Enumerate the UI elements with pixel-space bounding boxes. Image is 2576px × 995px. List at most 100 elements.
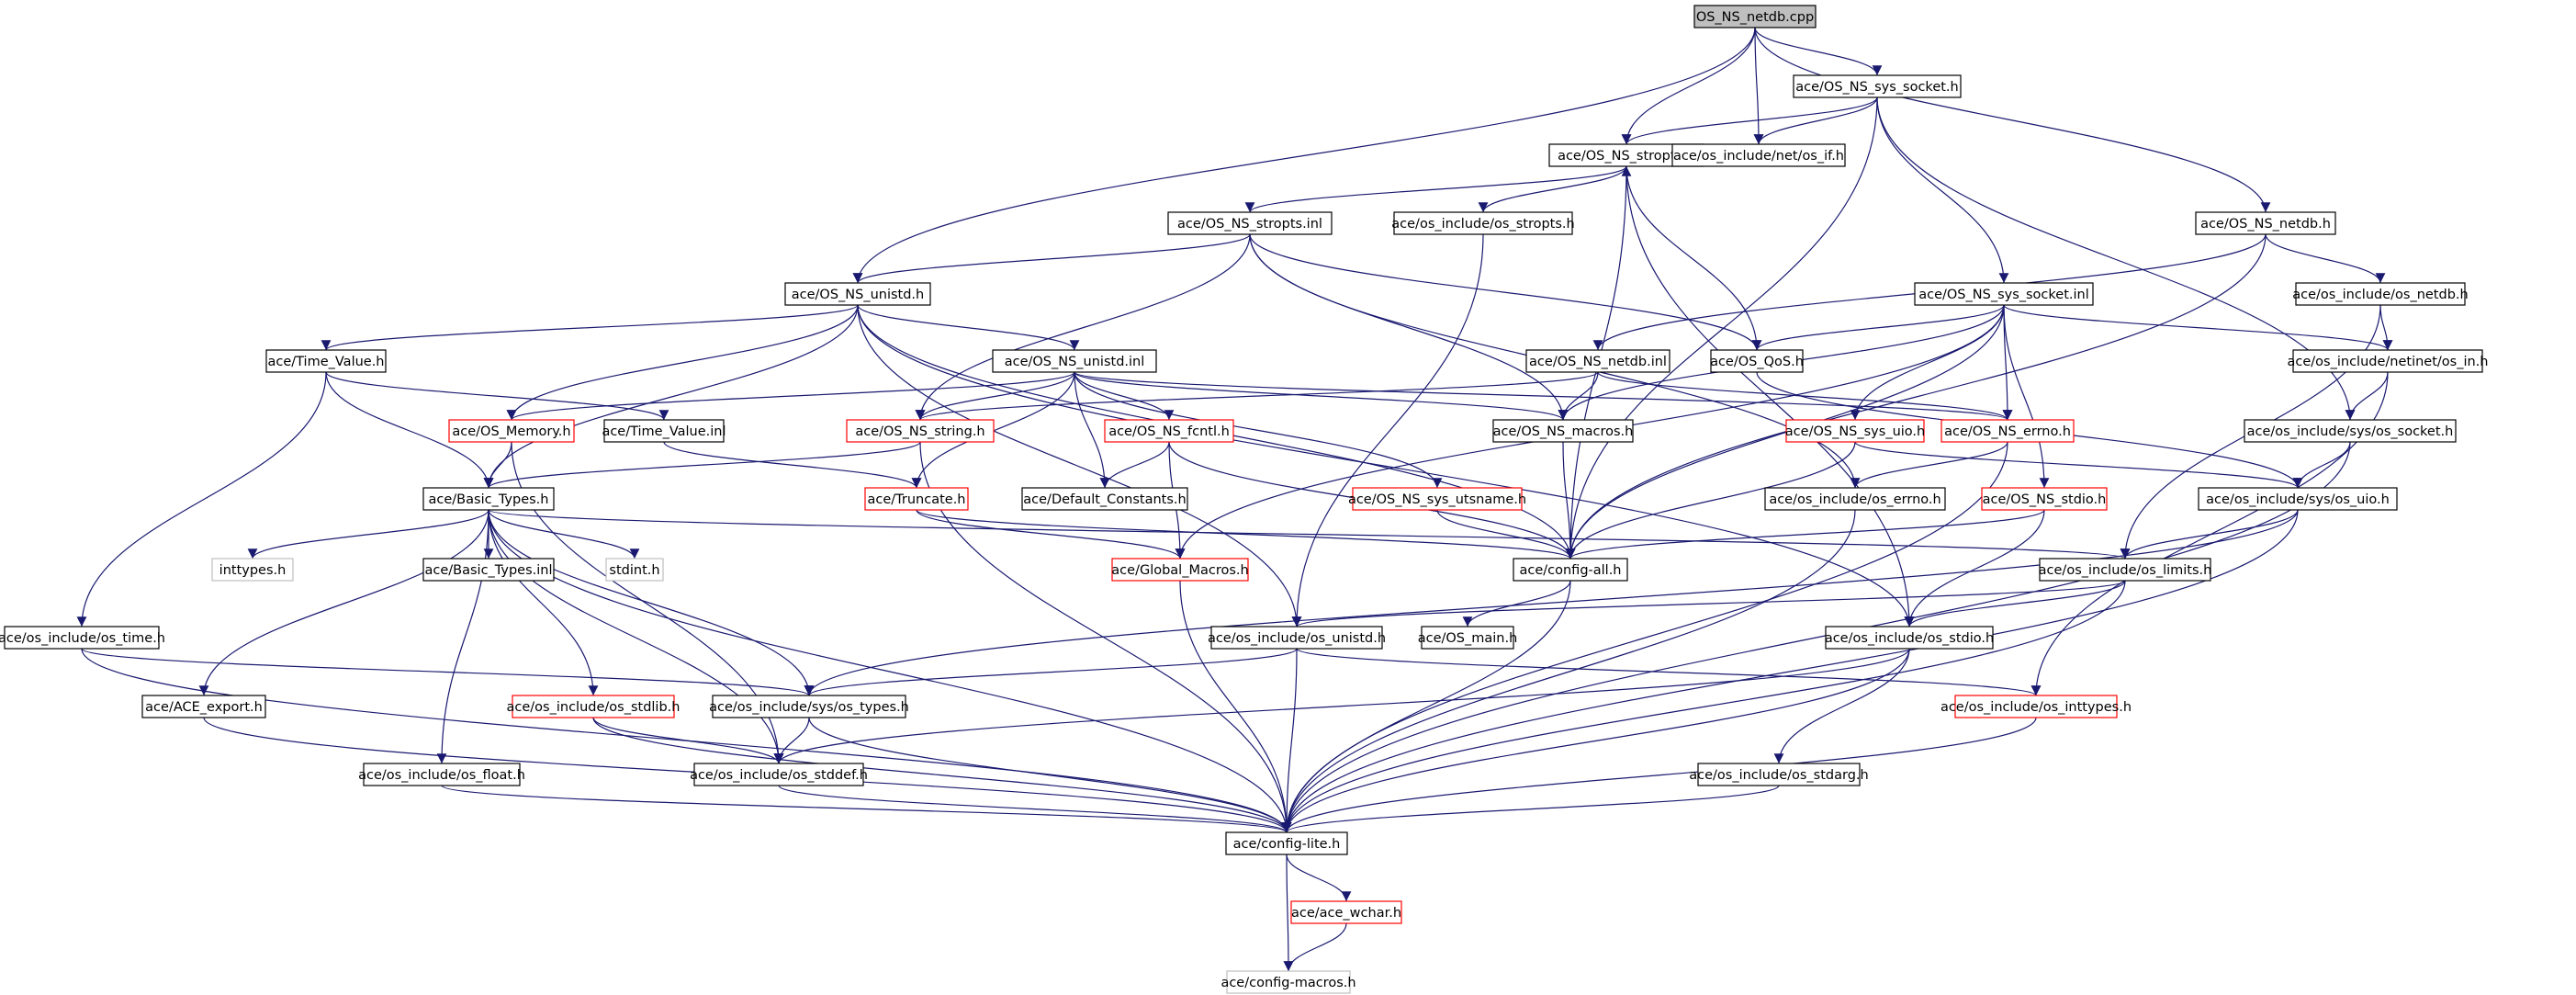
node-ace-os-ns-fcntl-h[interactable]: ace/OS_NS_fcntl.h	[1104, 419, 1234, 443]
node-ace-os-ns-netdb-h[interactable]: ace/OS_NS_netdb.h	[2195, 211, 2336, 235]
edge-n37-to-n47	[1281, 648, 1298, 833]
edge-n0-to-n2	[1621, 27, 1756, 145]
node-ace-os-include-net-os-if-h[interactable]: ace/os_include/net/os_if.h	[1671, 143, 1846, 167]
node-ace-os-include-sys-os-uio-h[interactable]: ace/os_include/sys/os_uio.h	[2198, 487, 2398, 511]
node-box	[1525, 349, 1670, 373]
edge-n7-to-n11	[857, 304, 1080, 351]
node-ace-os-memory-h[interactable]: ace/OS_Memory.h	[448, 419, 575, 443]
node-ace-os-ns-sys-socket-h[interactable]: ace/OS_NS_sys_socket.h	[1793, 74, 1962, 98]
edge-n35-to-n39	[1904, 580, 2126, 628]
node-ace-time-value-h[interactable]: ace/Time_Value.h	[265, 349, 387, 373]
node-box	[448, 419, 575, 443]
node-ace-os-include-os-time-h[interactable]: ace/os_include/os_time.h	[0, 626, 165, 650]
node-ace-os-ns-sys-utsname-h[interactable]: ace/OS_NS_sys_utsname.h	[1348, 487, 1526, 511]
node-box	[2195, 211, 2336, 235]
edge-n35-to-n47	[1281, 580, 2126, 833]
node-label: ace/os_include/os_time.h	[0, 631, 165, 646]
edge-n41-to-n45	[592, 717, 784, 764]
node-stdint-h[interactable]: stdint.h	[605, 558, 664, 582]
edge-n23-to-n44	[436, 509, 489, 764]
node-ace-time-value-inl[interactable]: ace/Time_Value.inl	[602, 419, 726, 443]
node-ace-os-main-h[interactable]: ace/OS_main.h	[1418, 626, 1518, 650]
node-ace-os-include-os-inttypes-h[interactable]: ace/os_include/os_inttypes.h	[1940, 695, 2132, 718]
node-ace-os-qos-h[interactable]: ace/OS_QoS.h	[1710, 349, 1804, 373]
node-ace-truncate-h[interactable]: ace/Truncate.h	[864, 487, 969, 511]
node-label: OS_NS_netdb.cpp	[1696, 10, 1814, 25]
edge-n39-to-n45	[773, 648, 1910, 764]
node-label: ace/os_include/os_stdlib.h	[507, 700, 681, 715]
edge-n22-to-n29	[2292, 441, 2351, 489]
node-label: ace/OS_NS_string.h	[855, 424, 984, 439]
node-box	[2295, 282, 2466, 306]
node-box	[992, 349, 1157, 373]
node-ace-ace-wchar-h[interactable]: ace/ace_wchar.h	[1290, 900, 1402, 924]
node-box	[603, 419, 725, 443]
node-ace-config-macros-h[interactable]: ace/config-macros.h	[1221, 970, 1356, 994]
edge-n0-to-n7	[852, 27, 1756, 284]
node-ace-os-include-os-limits-h[interactable]: ace/os_include/os_limits.h	[2039, 558, 2212, 582]
node-ace-os-include-netinet-os-in-h[interactable]: ace/os_include/netinet/os_in.h	[2288, 349, 2489, 373]
node-ace-config-lite-h[interactable]: ace/config-lite.h	[1225, 831, 1348, 855]
node-label: ace/OS_NS_unistd.inl	[1005, 355, 1145, 369]
node-os-ns-netdb-cpp[interactable]: OS_NS_netdb.cpp	[1693, 5, 1817, 28]
node-ace-os-ns-stdio-h[interactable]: ace/OS_NS_stdio.h	[1981, 487, 2108, 511]
node-box	[1290, 900, 1402, 924]
node-ace-os-ns-stropts-inl[interactable]: ace/OS_NS_stropts.inl	[1167, 211, 1333, 235]
node-label: ace/Default_Constants.h	[1023, 492, 1186, 507]
node-inttypes-h[interactable]: inttypes.h	[211, 558, 294, 582]
node-ace-default-constants-h[interactable]: ace/Default_Constants.h	[1021, 487, 1188, 511]
node-ace-os-include-os-errno-h[interactable]: ace/os_include/os_errno.h	[1764, 487, 1946, 511]
node-box	[1104, 419, 1234, 443]
node-ace-os-include-sys-os-socket-h[interactable]: ace/os_include/sys/os_socket.h	[2244, 419, 2457, 443]
node-ace-os-ns-sys-socket-inl[interactable]: ace/OS_NS_sys_socket.inl	[1914, 282, 2094, 306]
edge-n43-to-n47	[1281, 717, 2037, 833]
node-box	[211, 558, 294, 582]
node-ace-os-ns-string-h[interactable]: ace/OS_NS_string.h	[846, 419, 995, 443]
node-ace-os-include-os-stdio-h[interactable]: ace/os_include/os_stdio.h	[1825, 626, 1994, 650]
node-label: ace/config-lite.h	[1233, 837, 1341, 852]
node-ace-os-include-os-float-h[interactable]: ace/os_include/os_float.h	[358, 763, 525, 786]
edge-n34-to-n47	[1281, 580, 1571, 833]
node-ace-os-include-os-unistd-h[interactable]: ace/os_include/os_unistd.h	[1208, 626, 1386, 650]
node-ace-basic-types-inl[interactable]: ace/Basic_Types.inl	[422, 558, 555, 582]
node-ace-config-all-h[interactable]: ace/config-all.h	[1513, 558, 1628, 582]
edge-n23-to-n35	[488, 509, 2130, 560]
node-ace-os-include-os-stdarg-h[interactable]: ace/os_include/os_stdarg.h	[1689, 763, 1869, 786]
node-ace-os-ns-sys-uio-h[interactable]: ace/OS_NS_sys_uio.h	[1785, 419, 1925, 443]
edge-n8-to-n14	[2003, 304, 2393, 351]
edge-n1-to-n22	[1876, 96, 2356, 421]
node-label: ace/OS_NS_netdb.h	[2200, 217, 2331, 232]
edge-n39-to-n47	[1281, 648, 1910, 833]
node-box	[1981, 487, 2108, 511]
node-ace-os-ns-netdb-inl[interactable]: ace/OS_NS_netdb.inl	[1525, 349, 1670, 373]
edge-n5-to-n7	[852, 233, 1251, 284]
node-ace-os-include-os-netdb-h[interactable]: ace/os_include/os_netdb.h	[2292, 282, 2469, 306]
node-label: ace/Time_Value.h	[267, 355, 384, 369]
node-ace-os-ns-errno-h[interactable]: ace/OS_NS_errno.h	[1940, 419, 2075, 443]
node-box	[1940, 419, 2075, 443]
edge-n18-to-n25	[1099, 441, 1170, 489]
edge-n39-to-n46	[1773, 648, 1910, 764]
node-ace-os-include-os-stdlib-h[interactable]: ace/os_include/os_stdlib.h	[507, 695, 681, 718]
node-ace-os-ns-macros-h[interactable]: ace/OS_NS_macros.h	[1492, 419, 1634, 443]
edge-n22-to-n47	[1281, 441, 2351, 833]
node-ace-basic-types-h[interactable]: ace/Basic_Types.h	[422, 487, 555, 511]
node-ace-os-include-sys-os-types-h[interactable]: ace/os_include/sys/os_types.h	[709, 695, 909, 718]
edge-n26-to-n34	[1436, 509, 1576, 560]
node-ace-ace-export-h[interactable]: ace/ACE_export.h	[141, 695, 266, 718]
node-label: ace/os_include/os_float.h	[358, 768, 525, 783]
edge-n28-to-n39	[1904, 509, 2045, 628]
edge-n6-to-n37	[1291, 233, 1484, 628]
edge-n23-to-n30	[247, 509, 489, 560]
edge-n24-to-n33	[916, 509, 1186, 560]
node-ace-os-include-os-stddef-h[interactable]: ace/os_include/os_stddef.h	[690, 763, 868, 786]
node-ace-os-ns-unistd-inl[interactable]: ace/OS_NS_unistd.inl	[992, 349, 1157, 373]
edge-n11-to-n26	[1074, 371, 1443, 489]
edge-n11-to-n18	[1074, 371, 1175, 421]
edge-n21-to-n27	[1850, 441, 2008, 489]
node-ace-os-ns-unistd-h[interactable]: ace/OS_NS_unistd.h	[784, 282, 931, 306]
node-ace-os-include-os-stropts-h[interactable]: ace/os_include/os_stropts.h	[1391, 211, 1575, 235]
node-ace-global-macros-h[interactable]: ace/Global_Macros.h	[1111, 558, 1249, 582]
node-label: ace/OS_NS_sys_socket.inl	[1918, 288, 2089, 302]
edge-n11-to-n17	[915, 371, 1075, 421]
